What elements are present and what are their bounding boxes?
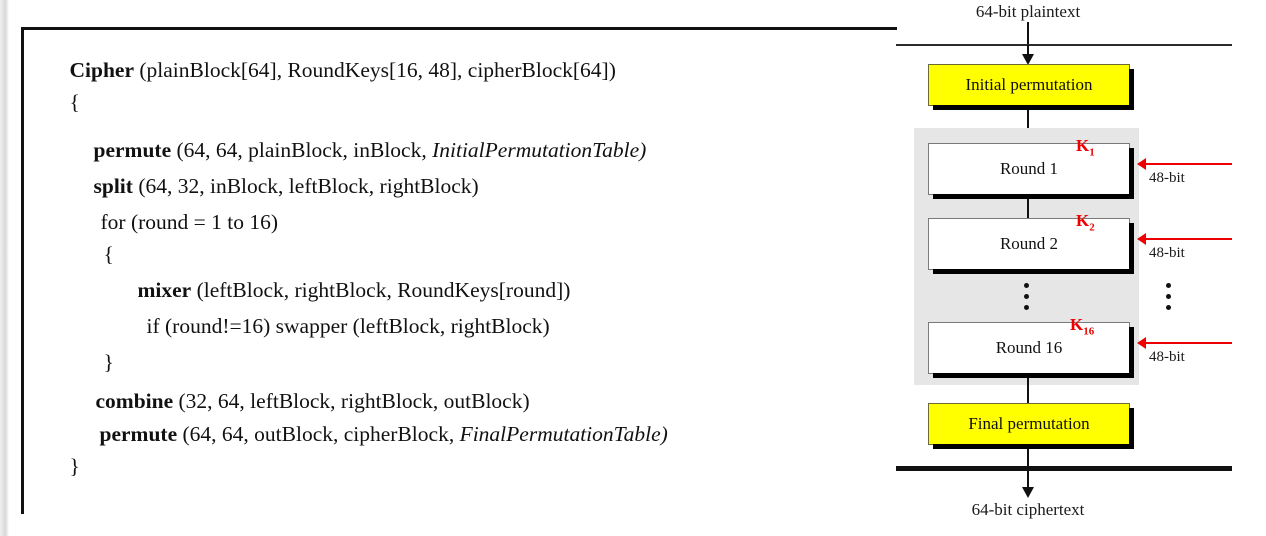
code-line: permute (64, 64, outBlock, cipherBlock, … (78, 402, 668, 467)
code-italic: FinalPermutationTable) (459, 421, 668, 446)
round-key-arrow-1 (1146, 163, 1232, 165)
code-line: } (82, 330, 114, 395)
box-shadow-bottom (933, 194, 1134, 199)
box-shadow-bottom (933, 105, 1134, 110)
code-line: for (round = 1 to 16) (79, 190, 279, 255)
des-cipher-diagram: 64-bit plaintext Initial permutation Rou… (890, 0, 1266, 536)
keys-vertical-ellipsis-icon (1166, 283, 1171, 310)
box-shadow-right (1129, 408, 1134, 445)
code-keyword: permute (99, 421, 178, 446)
round-key-subscript: 2 (1089, 221, 1095, 234)
code-text: } (69, 453, 80, 478)
round-label: Round 1 (999, 159, 1059, 178)
final-permutation-box: Final permutation (928, 403, 1134, 449)
cipher-boundary-top-rule (896, 44, 1232, 46)
connector-ip-to-round1 (1027, 106, 1029, 143)
code-keyword: split (93, 173, 133, 198)
code-italic: InitialPermutationTable) (432, 137, 647, 162)
round-label: Round 16 (995, 338, 1063, 357)
ciphertext-output-label: 64-bit ciphertext (971, 500, 1085, 519)
code-text: for (round = 1 to 16) (100, 209, 279, 234)
code-line: { (48, 70, 80, 135)
box-shadow-right (1129, 327, 1134, 374)
box-shadow-right (1129, 223, 1134, 270)
round-key-arrowhead-2-icon (1137, 233, 1146, 245)
initial-permutation-box: Initial permutation (928, 64, 1134, 110)
code-line: { (82, 222, 114, 287)
code-text: (64, 64, plainBlock, inBlock, (171, 137, 433, 162)
code-text: { (103, 241, 114, 266)
box-shadow-bottom (933, 373, 1134, 378)
code-text: (32, 64, leftBlock, rightBlock, outBlock… (173, 388, 530, 413)
round-label: Round 2 (999, 234, 1059, 253)
rounds-vertical-ellipsis-icon (1024, 283, 1029, 310)
round-key-arrowhead-1-icon (1137, 158, 1146, 170)
code-keyword: combine (95, 388, 174, 413)
round-key-bits-16: 48-bit (1149, 349, 1185, 365)
input-arrow-line-bottom (1027, 45, 1029, 56)
code-line: split (64, 32, inBlock, leftBlock, right… (72, 154, 479, 219)
round-key-label-16: K16 (1070, 315, 1095, 338)
round-key-label-1: K1 (1076, 136, 1095, 159)
initial-permutation-label: Initial permutation (965, 75, 1093, 94)
round-key-arrowhead-16-icon (1137, 337, 1146, 349)
code-line: Cipher (plainBlock[64], RoundKeys[16, 48… (48, 38, 616, 103)
code-line: } (48, 434, 80, 499)
round-key-arrow-2 (1146, 238, 1232, 240)
round-key-label-2: K2 (1076, 211, 1095, 234)
box-shadow-right (1129, 148, 1134, 195)
connector-round16-to-fp (1027, 374, 1029, 403)
box-shadow-bottom (933, 269, 1134, 274)
input-arrowhead-icon (1022, 54, 1034, 65)
page-edge-shading (0, 0, 9, 536)
code-keyword: mixer (137, 277, 192, 302)
cipher-boundary-bottom-rule (896, 466, 1232, 471)
pseudocode-panel: Cipher (plainBlock[64], RoundKeys[16, 48… (21, 27, 897, 514)
connector-round1-to-round2 (1027, 195, 1029, 218)
round-key-bits-2: 48-bit (1149, 245, 1185, 261)
round-box-1: Round 1 (928, 143, 1134, 199)
code-keyword: Cipher (69, 57, 135, 82)
code-text: { (69, 89, 80, 114)
code-line: mixer (leftBlock, rightBlock, RoundKeys[… (116, 258, 571, 323)
round-box-16: Round 16 (928, 322, 1134, 378)
code-keyword: permute (93, 137, 172, 162)
output-arrowhead-icon (1022, 487, 1034, 498)
code-text: (leftBlock, rightBlock, RoundKeys[round]… (191, 277, 571, 302)
box-shadow-right (1129, 69, 1134, 106)
box-shadow-bottom (933, 444, 1134, 449)
code-text: } (103, 349, 114, 374)
code-text: (64, 64, outBlock, cipherBlock, (177, 421, 460, 446)
code-text: (plainBlock[64], RoundKeys[16, 48], ciph… (134, 57, 616, 82)
code-line: combine (32, 64, leftBlock, rightBlock, … (74, 369, 530, 434)
round-key-subscript: 16 (1083, 325, 1095, 338)
final-permutation-label: Final permutation (968, 414, 1090, 433)
round-key-subscript: 1 (1089, 146, 1095, 159)
code-text: (64, 32, inBlock, leftBlock, rightBlock) (132, 173, 479, 198)
code-line: if (round!=16) swapper (leftBlock, right… (125, 294, 550, 359)
round-key-arrow-16 (1146, 342, 1232, 344)
round-key-bits-1: 48-bit (1149, 170, 1185, 186)
code-line: permute (64, 64, plainBlock, inBlock, In… (72, 118, 647, 183)
plaintext-input-label: 64-bit plaintext (975, 2, 1081, 21)
input-arrow-line-top (1027, 22, 1029, 47)
code-text: if (round!=16) swapper (leftBlock, right… (146, 313, 550, 338)
round-box-2: Round 2 (928, 218, 1134, 274)
